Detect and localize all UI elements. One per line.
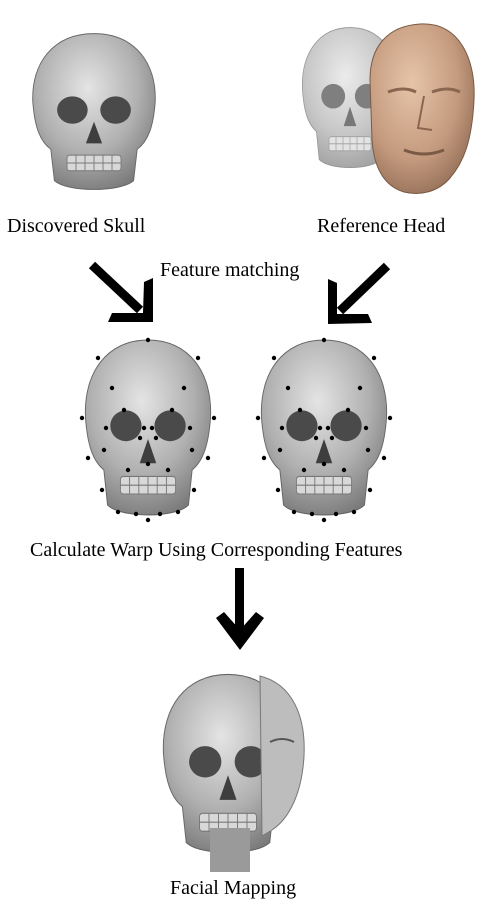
landmark-dot [122,408,126,412]
landmark-dot [334,512,338,516]
landmark-dot [272,356,276,360]
skull-icon [33,34,156,190]
landmark-dot [342,468,346,472]
landmark-dot [212,416,216,420]
facial-mapping-label: Facial Mapping [170,878,296,898]
landmark-dot [352,510,356,514]
landmark-dot [302,468,306,472]
landmark-dot [80,416,84,420]
landmark-dot [322,462,326,466]
landmark-dot [154,436,158,440]
landmark-dot [86,456,90,460]
landmark-dot [142,426,146,430]
landmark-dot [138,436,142,440]
landmark-dot [368,488,372,492]
landmark-dot [126,468,130,472]
landmark-dot [326,426,330,430]
landmark-dot [292,510,296,514]
landmark-dot [314,436,318,440]
landmark-dot [280,426,284,430]
arrow-icon [216,568,264,650]
landmark-dot [358,386,362,390]
landmark-dot [170,408,174,412]
landmark-dot [330,436,334,440]
landmark-dot [192,488,196,492]
landmark-dot [310,512,314,516]
feature-matching-label: Feature matching [160,260,299,280]
discovered-skull-label: Discovered Skull [7,216,145,236]
landmark-dot [158,512,162,516]
landmark-dot [318,426,322,430]
landmark-dot [262,456,266,460]
arrow-icon [328,266,387,324]
landmark-dot [134,512,138,516]
landmark-dot [364,426,368,430]
landmark-dot [96,356,100,360]
landmark-dot [110,386,114,390]
landmark-dot [372,356,376,360]
landmark-dot [188,426,192,430]
landmark-dot [182,386,186,390]
landmark-dot [366,448,370,452]
landmark-dot [100,488,104,492]
landmark-dot [102,448,106,452]
landmark-dot [146,462,150,466]
landmark-dot [276,488,280,492]
calculate-warp-label: Calculate Warp Using Corresponding Featu… [30,540,402,560]
landmark-dot [286,386,290,390]
skull-with-face-icon [302,24,474,194]
landmark-dot [278,448,282,452]
landmark-dot [382,456,386,460]
landmark-dot [150,426,154,430]
landmark-dot [298,408,302,412]
landmark-dot [146,518,150,522]
landmark-dot [388,416,392,420]
landmark-dot [206,456,210,460]
skull-face-composite-icon [163,674,304,872]
landmark-dot [176,510,180,514]
landmark-dot [116,510,120,514]
arrow-icon [92,265,153,322]
reference-head-label: Reference Head [317,216,445,236]
landmark-dot [146,338,150,342]
landmark-dot [322,338,326,342]
landmark-dot [104,426,108,430]
landmark-dot [346,408,350,412]
landmark-dot [190,448,194,452]
landmark-dot [256,416,260,420]
landmark-dot [166,468,170,472]
landmark-dot [322,518,326,522]
landmark-dot [196,356,200,360]
